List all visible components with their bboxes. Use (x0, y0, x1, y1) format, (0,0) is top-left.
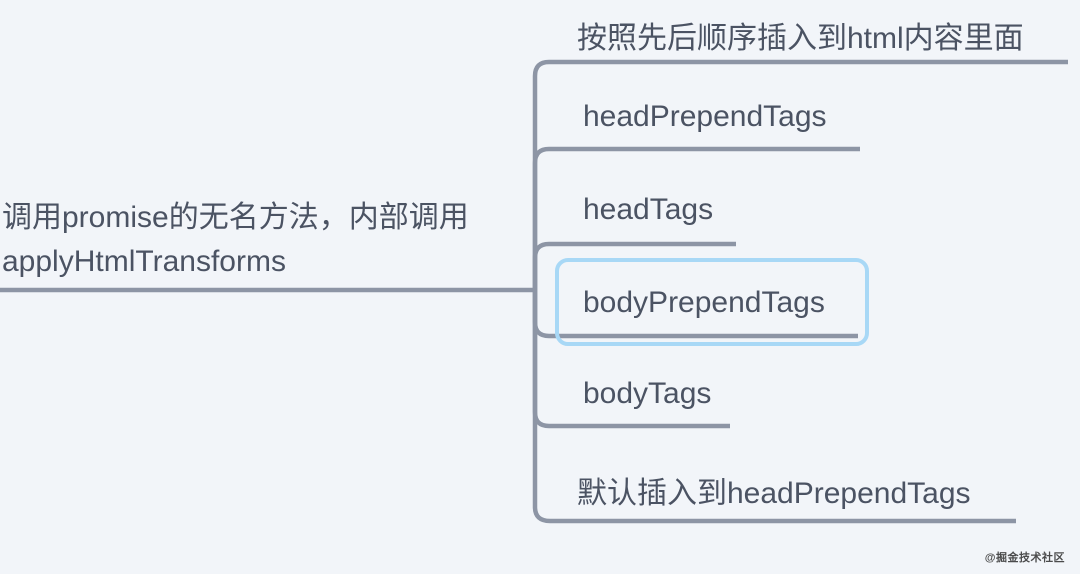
node-headTags-topic[interactable]: headTags (583, 193, 714, 226)
connector-branch-headPrependTags (532, 146, 860, 290)
node-insert-order-topic[interactable]: 按照先后顺序插入到html内容里面 (577, 22, 1024, 55)
node-default-insert-topic[interactable]: 默认插入到headPrependTags (577, 477, 971, 510)
connector-branch-headTags (532, 241, 736, 290)
connector-branch-default-insert (532, 290, 1016, 524)
node-headPrependTags-topic[interactable]: headPrependTags (583, 100, 827, 133)
node-bodyTags-topic[interactable]: bodyTags (583, 377, 712, 410)
node-bodyPrependTags-topic[interactable]: bodyPrependTags (583, 286, 825, 319)
connector-branch-insert-order (532, 59, 1068, 290)
selection-highlight-box (555, 258, 869, 346)
node-root-topic[interactable]: 调用promise的无名方法，内部调用 applyHtmlTransforms (2, 201, 469, 278)
watermark-text: @掘金技术社区 (984, 552, 1065, 564)
